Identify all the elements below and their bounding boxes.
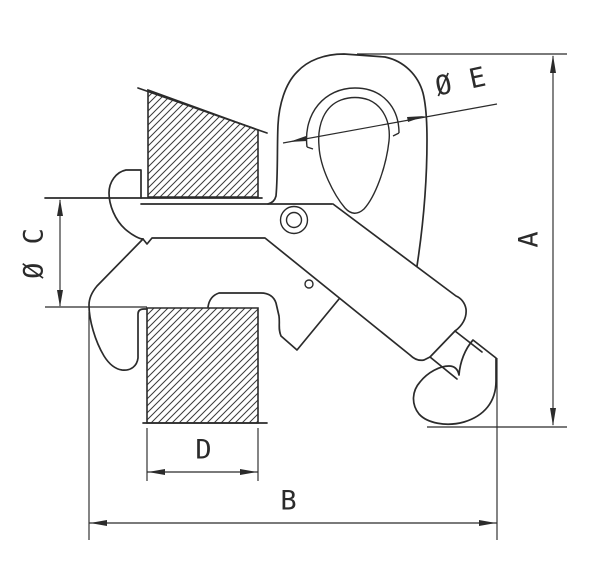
label-overall-width: B: [280, 486, 297, 517]
upper-plate-section: [137, 87, 268, 198]
dimension-jaw-opening: Ø C: [19, 199, 147, 308]
label-eye-diameter: Ø E: [432, 61, 489, 102]
dimension-plate-width: D: [146, 428, 259, 481]
dimension-eye-diameter: Ø E: [282, 61, 498, 144]
label-plate-width: D: [195, 435, 212, 466]
clamp-frame: [44, 169, 467, 371]
label-jaw-opening: Ø C: [19, 227, 50, 279]
dimension-overall-width: B: [88, 312, 498, 540]
swivel-foot: [412, 339, 497, 425]
pivot-pin: [279, 205, 309, 235]
swivel-foot-assembly: [412, 330, 497, 425]
eye-liner-arc: [305, 87, 400, 148]
lifting-eye: [267, 53, 428, 267]
cam-jaw: [207, 279, 340, 351]
lever-hole: [304, 279, 314, 289]
eye-hole: [318, 96, 390, 214]
screw-neck: [429, 330, 483, 380]
label-overall-height: A: [514, 230, 545, 247]
lower-plate-section: [142, 307, 268, 424]
